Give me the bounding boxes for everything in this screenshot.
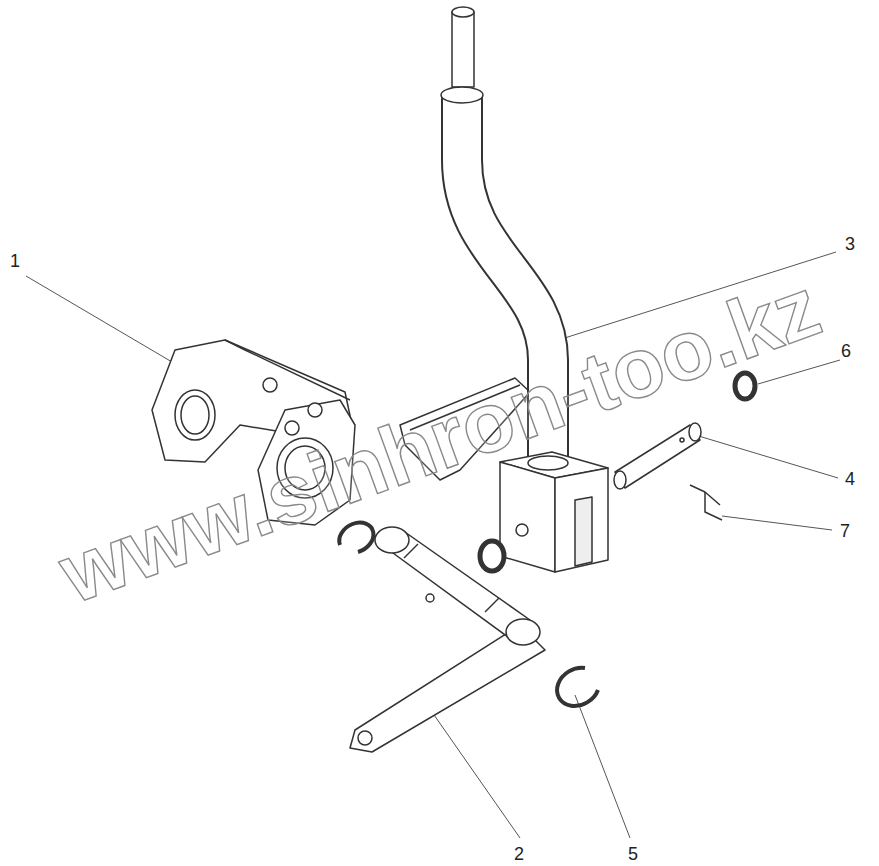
callout-number: 2 bbox=[514, 845, 524, 863]
callout-number: 7 bbox=[840, 522, 850, 540]
callout-number: 5 bbox=[628, 845, 638, 863]
callout-number: 6 bbox=[841, 342, 851, 360]
callout-number: 3 bbox=[845, 235, 855, 253]
callout-number: 1 bbox=[10, 252, 20, 270]
callout-number: 4 bbox=[845, 470, 855, 488]
